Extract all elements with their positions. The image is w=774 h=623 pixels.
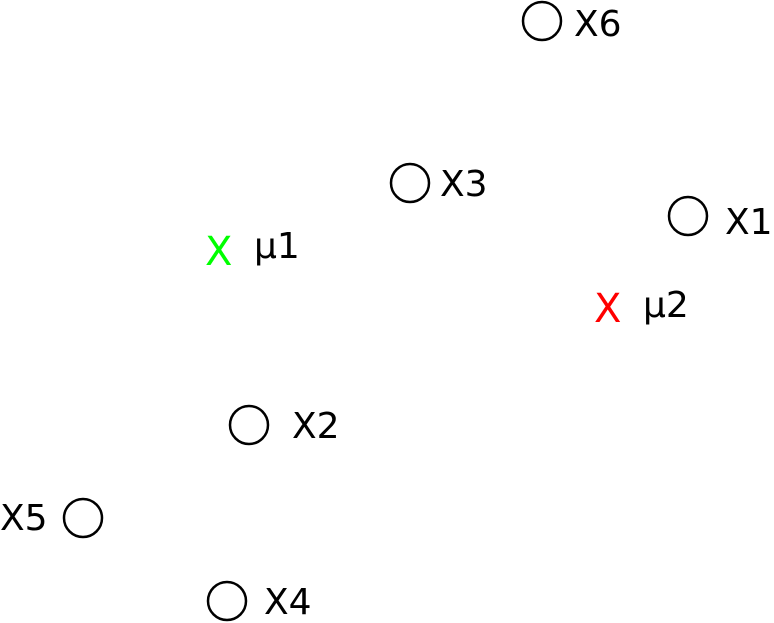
data-point-x5: X5 — [0, 497, 104, 539]
data-point-x1: X1 — [667, 195, 773, 243]
centroid-mu1: X μ1 — [205, 226, 300, 275]
point-label: X2 — [292, 406, 340, 447]
point-marker-circle — [521, 0, 563, 42]
centroid-mark: X — [594, 286, 621, 332]
point-marker-circle — [206, 580, 248, 622]
centroid-label: μ1 — [254, 226, 300, 267]
point-label: X4 — [264, 582, 312, 623]
point-label: X1 — [725, 202, 773, 243]
data-point-x6: X6 — [521, 0, 622, 45]
point-label: X3 — [440, 164, 488, 205]
data-point-x3: X3 — [389, 162, 488, 205]
centroid-label: μ2 — [643, 285, 689, 326]
point-label: X6 — [574, 4, 622, 45]
centroid-mark: X — [205, 229, 232, 275]
centroid-mu2: X μ2 — [594, 285, 689, 332]
point-marker-circle — [667, 195, 709, 237]
point-marker-circle — [389, 162, 431, 204]
data-point-x2: X2 — [228, 404, 340, 447]
point-marker-circle — [228, 404, 270, 446]
point-label: X5 — [0, 498, 48, 539]
point-marker-circle — [62, 497, 104, 539]
data-point-x4: X4 — [206, 580, 312, 623]
